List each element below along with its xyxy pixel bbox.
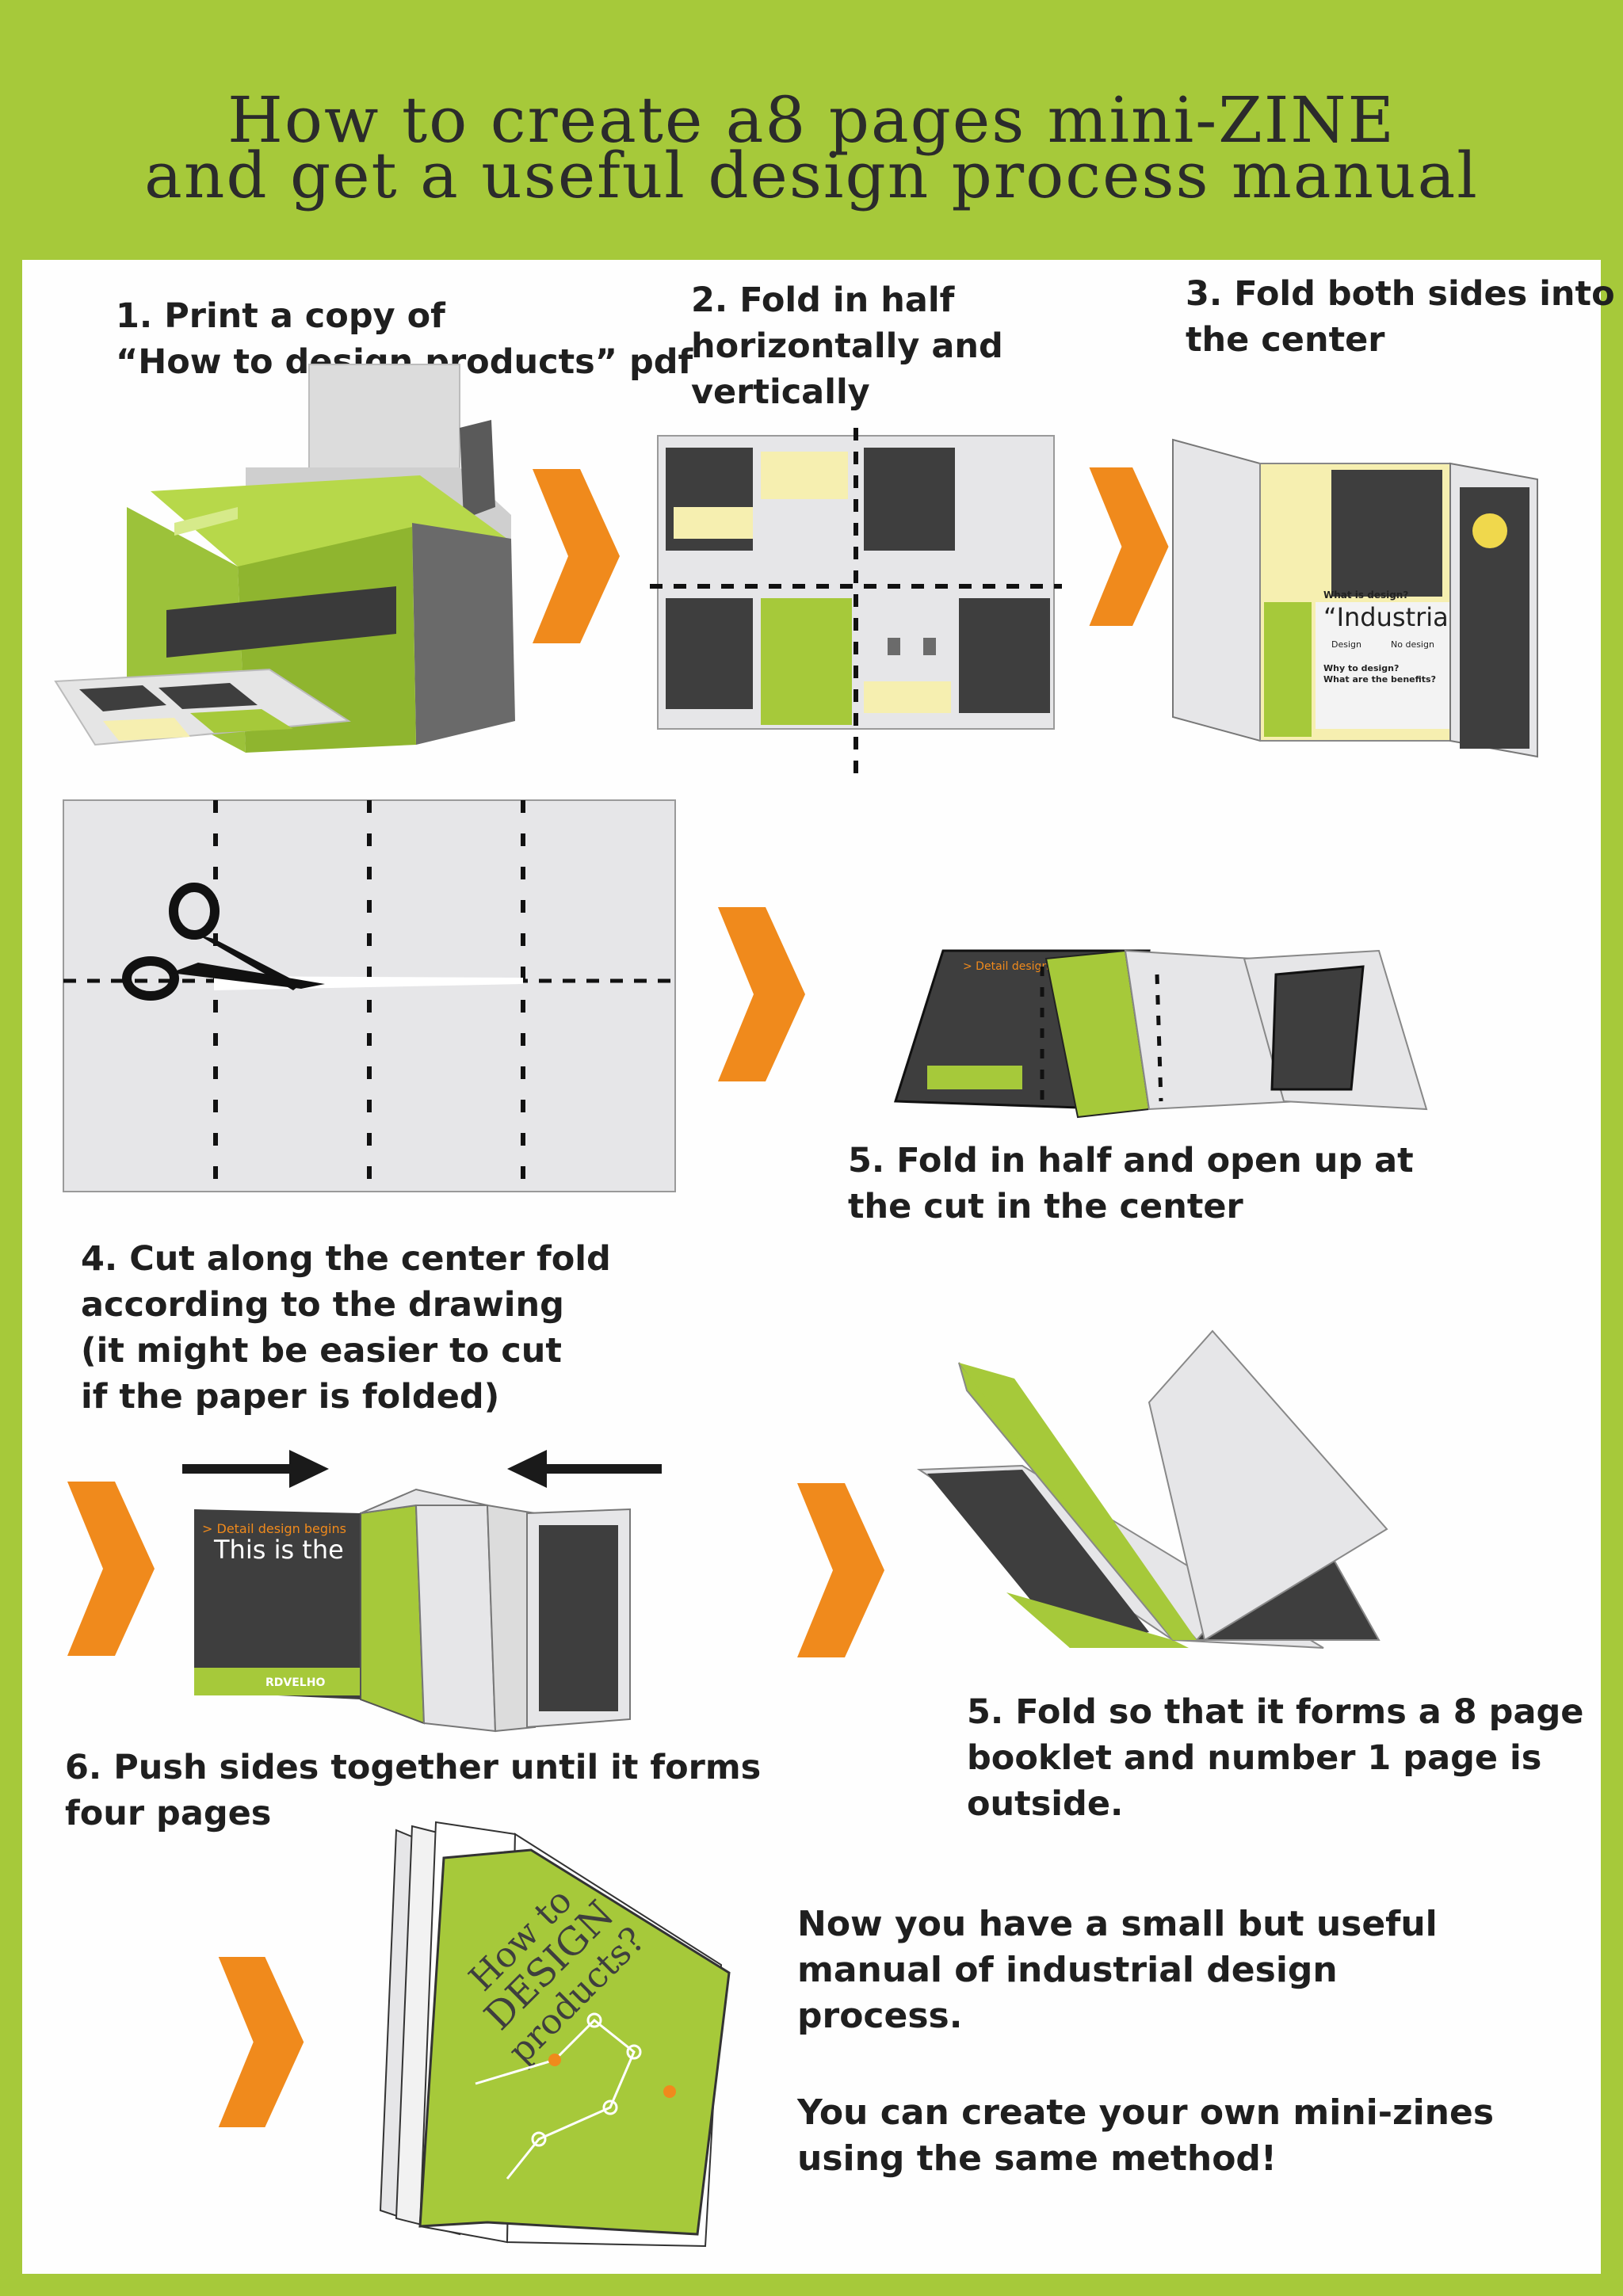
step-6-text: 6. Push sides together until it forms fo…: [65, 1748, 762, 1833]
cut-sheet-illustration: [63, 799, 676, 1192]
folded-sheet-illustration: [650, 428, 1062, 784]
center-fold-illustration: “Industrial What is design? Design No de…: [1172, 438, 1538, 758]
step-2-text: 2. Fold in half horizontally and vertica…: [691, 280, 1003, 412]
arrow-left-icon: [507, 1450, 662, 1488]
rdvelho-label: RDVELHO: [265, 1676, 325, 1689]
benefits-label: What are the benefits?: [1323, 674, 1436, 685]
chevron-arrow-icon: [533, 469, 620, 643]
what-is-design-label: What is design?: [1323, 589, 1408, 601]
printer-illustration: [54, 364, 515, 753]
header-banner: How to create a8 pages mini-ZINE and get…: [0, 0, 1623, 260]
design-label: Design: [1331, 639, 1361, 650]
final-text-2: You can create your own mini-zines using…: [797, 2092, 1495, 2179]
step-4-text: 4. Cut along the center fold according t…: [81, 1239, 611, 1417]
this-is-the-label: This is the: [213, 1535, 344, 1565]
chevron-arrow-icon: [67, 1482, 155, 1656]
industrial-label: “Industrial: [1323, 602, 1456, 632]
chevron-arrow-icon: [1089, 467, 1169, 626]
no-design-label: No design: [1391, 639, 1434, 650]
detail-design-label: > Detail design begins: [202, 1521, 346, 1536]
why-design-label: Why to design?: [1323, 663, 1399, 673]
page-title-line-1: How to create a8 pages mini-ZINE: [227, 83, 1396, 157]
step-5a-text: 5. Fold in half and open up at the cut i…: [848, 1141, 1414, 1226]
chevron-arrow-icon: [218, 1957, 304, 2127]
opened-cut-illustration: > Detail design begins: [893, 949, 1428, 1119]
booklet-fold-illustration: [916, 1329, 1388, 1649]
push-together-illustration: > Detail design begins This is the RDVEL…: [182, 1450, 662, 1733]
arrow-right-icon: [182, 1450, 329, 1488]
step-5b-text: 5. Fold so that it forms a 8 page bookle…: [967, 1692, 1584, 1824]
final-text-1: Now you have a small but useful manual o…: [797, 1904, 1438, 2036]
scissors-icon: [122, 883, 325, 1001]
step-3-text: 3. Fold both sides into the center: [1186, 274, 1615, 360]
chevron-arrow-icon: [718, 907, 805, 1081]
chevron-arrow-icon: [797, 1483, 884, 1657]
page-title-line-2: and get a useful design process manual: [144, 139, 1479, 212]
finished-booklet-illustration: How to DESIGN products?: [379, 1821, 731, 2248]
